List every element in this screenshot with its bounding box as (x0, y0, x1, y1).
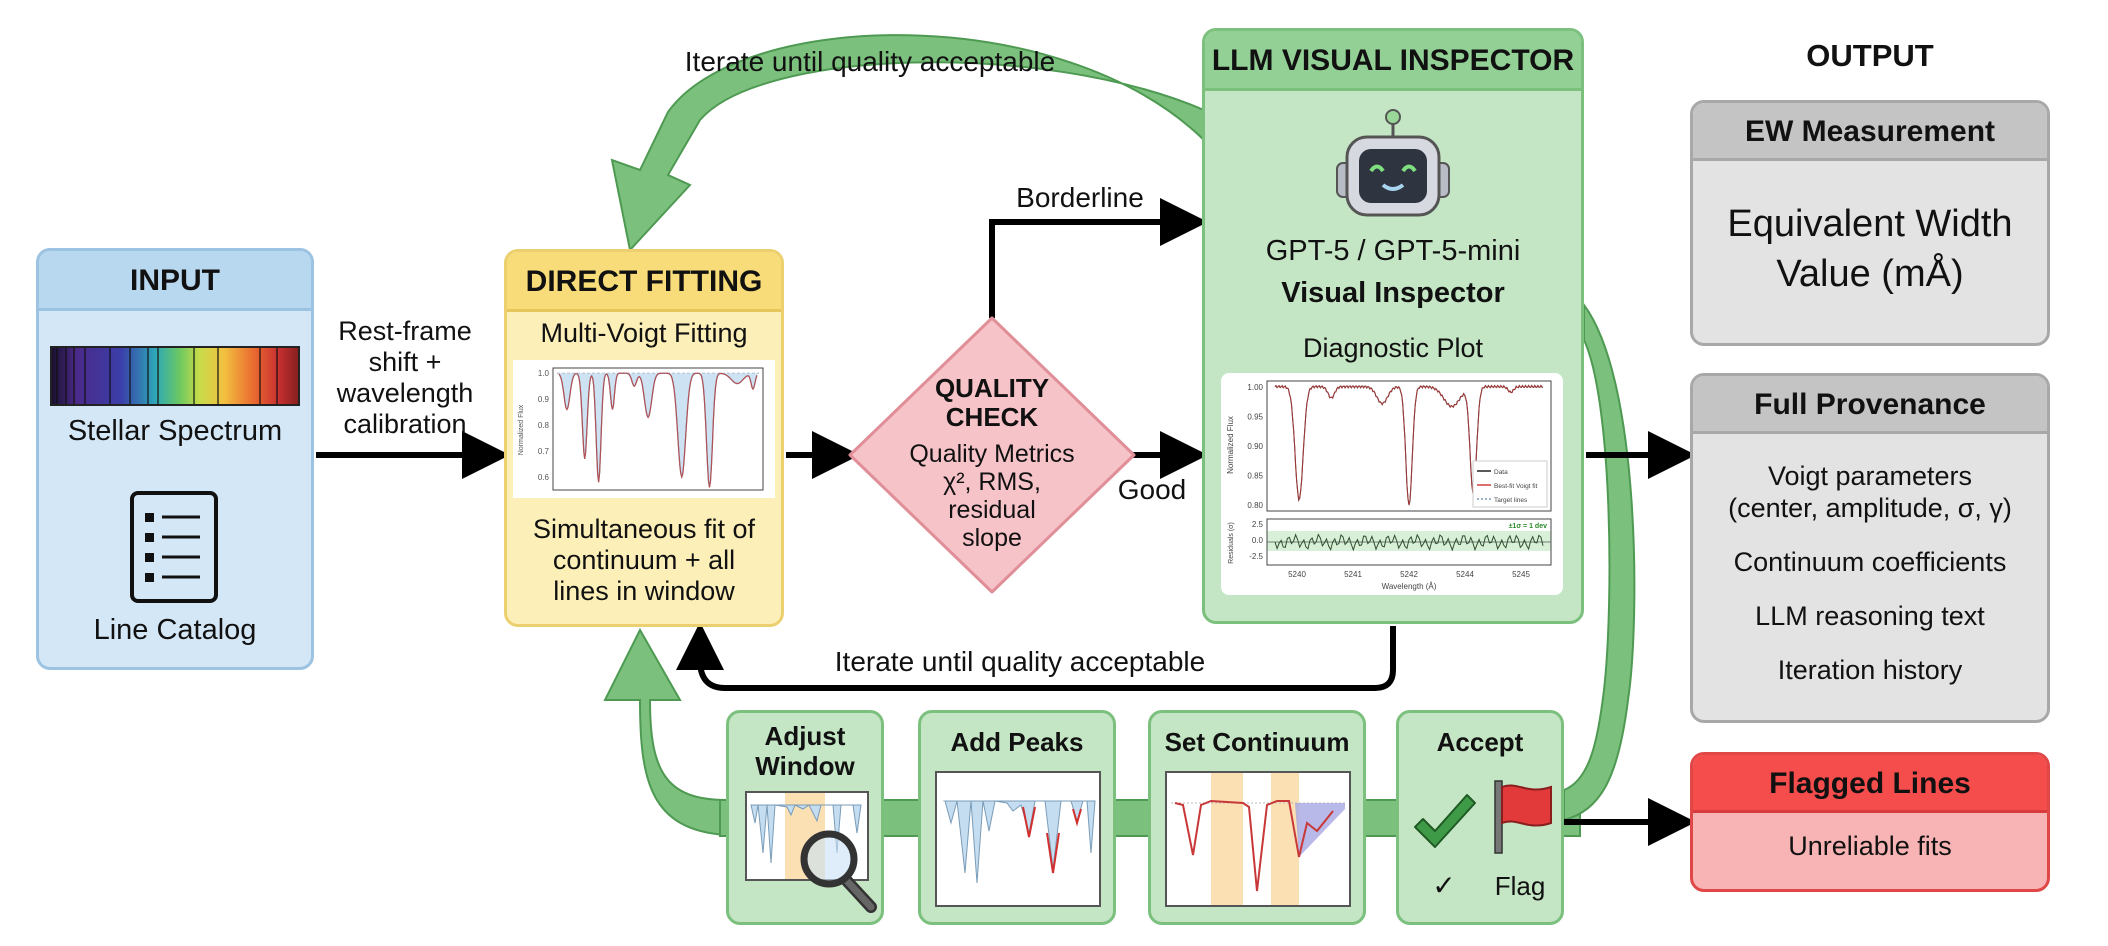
x-axis-label: Wavelength (Å) (1382, 582, 1437, 591)
y-tick-label: 1.0 (538, 369, 550, 378)
flagged-text: Unreliable fits (1788, 831, 1952, 861)
legend-entry: Data (1494, 469, 1508, 476)
llm-role: Visual Inspector (1281, 277, 1505, 309)
plot-frame (552, 367, 764, 491)
quality-metrics: Quality Metrics χ², RMS, residual slope (909, 440, 1075, 552)
legend-entry: Target lines (1494, 497, 1528, 504)
arrow-borderline (989, 198, 1208, 318)
accept-check-icon[interactable] (1411, 789, 1481, 859)
input-box: INPUT Stellar Spectrum Line Catalog (36, 248, 314, 670)
sigma-band-label: ±1σ = 1 dev (1509, 523, 1548, 530)
spectrum-peaks-icon (935, 771, 1101, 907)
llm-inspector-box: LLM VISUAL INSPECTOR GPT-5 / GPT-5-mini … (1202, 28, 1584, 624)
borderline-label: Borderline (1016, 182, 1144, 213)
direct-fitting-box: DIRECT FITTING Multi-Voigt Fitting 1.0 0.… (504, 249, 784, 627)
provenance-title: Full Provenance (1693, 376, 2047, 434)
provenance-item: LLM reasoning text (1755, 601, 1985, 631)
spectrum-label: Stellar Spectrum (67, 415, 283, 447)
x-tick-label: 5242 (1400, 570, 1418, 579)
arrow-bottom-loop (676, 622, 1396, 691)
provenance-list: Voigt parameters(center, amplitude, σ, γ… (1693, 460, 2047, 686)
residual-y-tick: 2.5 (1252, 520, 1264, 529)
y-tick-label: 0.85 (1247, 472, 1263, 481)
input-to-fit-label: Rest-frame shift + wavelength calibratio… (336, 316, 474, 440)
spectrum-bar-icon (50, 346, 300, 406)
action-set-continuum[interactable]: Set Continuum (1148, 710, 1366, 925)
fitting-description: Simultaneous fit of continuum + all line… (532, 514, 756, 606)
flag-label: Flag (1494, 871, 1546, 901)
residual-y-label: Residuals (σ) (1228, 522, 1235, 564)
full-provenance-box: Full Provenance Voigt parameters(center,… (1690, 373, 2050, 723)
diagnostic-plot-title: Diagnostic Plot (1302, 333, 1484, 363)
ew-measurement-box: EW Measurement Equivalent Width Value (m… (1690, 100, 2050, 346)
residual-line (1274, 533, 1544, 552)
provenance-item: Continuum coefficients (1733, 547, 2007, 577)
output-title: OUTPUT (1806, 38, 1934, 73)
fitting-subtitle: Multi-Voigt Fitting (540, 318, 748, 348)
x-tick-label: 5244 (1456, 570, 1474, 579)
fit-line (1274, 384, 1544, 506)
accept-mark: ✓ (1432, 870, 1456, 901)
top-loop-arrow (610, 34, 1205, 253)
y-axis-label: Normalized Flux (518, 404, 525, 455)
top-panel-frame (1266, 380, 1552, 512)
y-tick-label: 0.6 (538, 473, 550, 482)
y-tick-label: 1.00 (1247, 383, 1263, 392)
fit-line (558, 372, 758, 488)
legend-entry: Best-fit Voigt fit (1494, 483, 1538, 490)
y-tick-label: 0.8 (538, 421, 550, 430)
list-document-icon (130, 491, 218, 603)
provenance-item: Iteration history (1777, 655, 1963, 685)
good-label: Good (1117, 474, 1187, 505)
bottom-left-up-arrow (603, 627, 727, 837)
x-tick-label: 5241 (1344, 570, 1362, 579)
residual-y-tick: -2.5 (1249, 552, 1263, 561)
flagged-title: Flagged Lines (1693, 755, 2047, 813)
action-add-peaks[interactable]: Add Peaks (918, 710, 1116, 925)
y-tick-label: 0.9 (538, 395, 550, 404)
x-tick-label: 5240 (1288, 570, 1306, 579)
x-tick-label: 5245 (1512, 570, 1530, 579)
action-accept[interactable]: Accept ✓ Flag (1396, 710, 1564, 925)
input-title: INPUT (39, 251, 311, 311)
residual-y-tick: 0.0 (1252, 536, 1264, 545)
fitting-title: DIRECT FITTING (507, 252, 781, 312)
y-tick-label: 0.80 (1247, 501, 1263, 510)
y-tick-label: 0.90 (1247, 442, 1263, 451)
y-axis-label: Normalized Flux (1226, 416, 1235, 474)
llm-models: GPT-5 / GPT-5-mini (1265, 235, 1521, 267)
flagged-lines-box: Flagged Lines Unreliable fits (1690, 752, 2050, 892)
top-loop-label: Iterate until quality acceptable (684, 46, 1056, 77)
y-tick-label: 0.7 (538, 447, 550, 456)
continuum-regions-icon (1165, 771, 1351, 907)
quality-title: QUALITY CHECK (934, 373, 1050, 432)
ew-value-text: Equivalent Width Value (mÅ) (1727, 203, 2013, 295)
fitting-plot: 1.0 0.9 0.8 0.7 0.6 Normalized Flux (513, 360, 775, 498)
ew-title: EW Measurement (1693, 103, 2047, 161)
bottom-loop-label: Iterate until quality acceptable (834, 646, 1206, 677)
llm-title: LLM VISUAL INSPECTOR (1205, 31, 1581, 91)
flag-icon[interactable] (1493, 779, 1555, 857)
robot-icon (1336, 109, 1450, 217)
catalog-label: Line Catalog (93, 614, 257, 646)
y-tick-label: 0.95 (1247, 413, 1263, 422)
magnifier-icon (800, 830, 877, 913)
provenance-item: Voigt parameters(center, amplitude, σ, γ… (1728, 461, 2012, 523)
